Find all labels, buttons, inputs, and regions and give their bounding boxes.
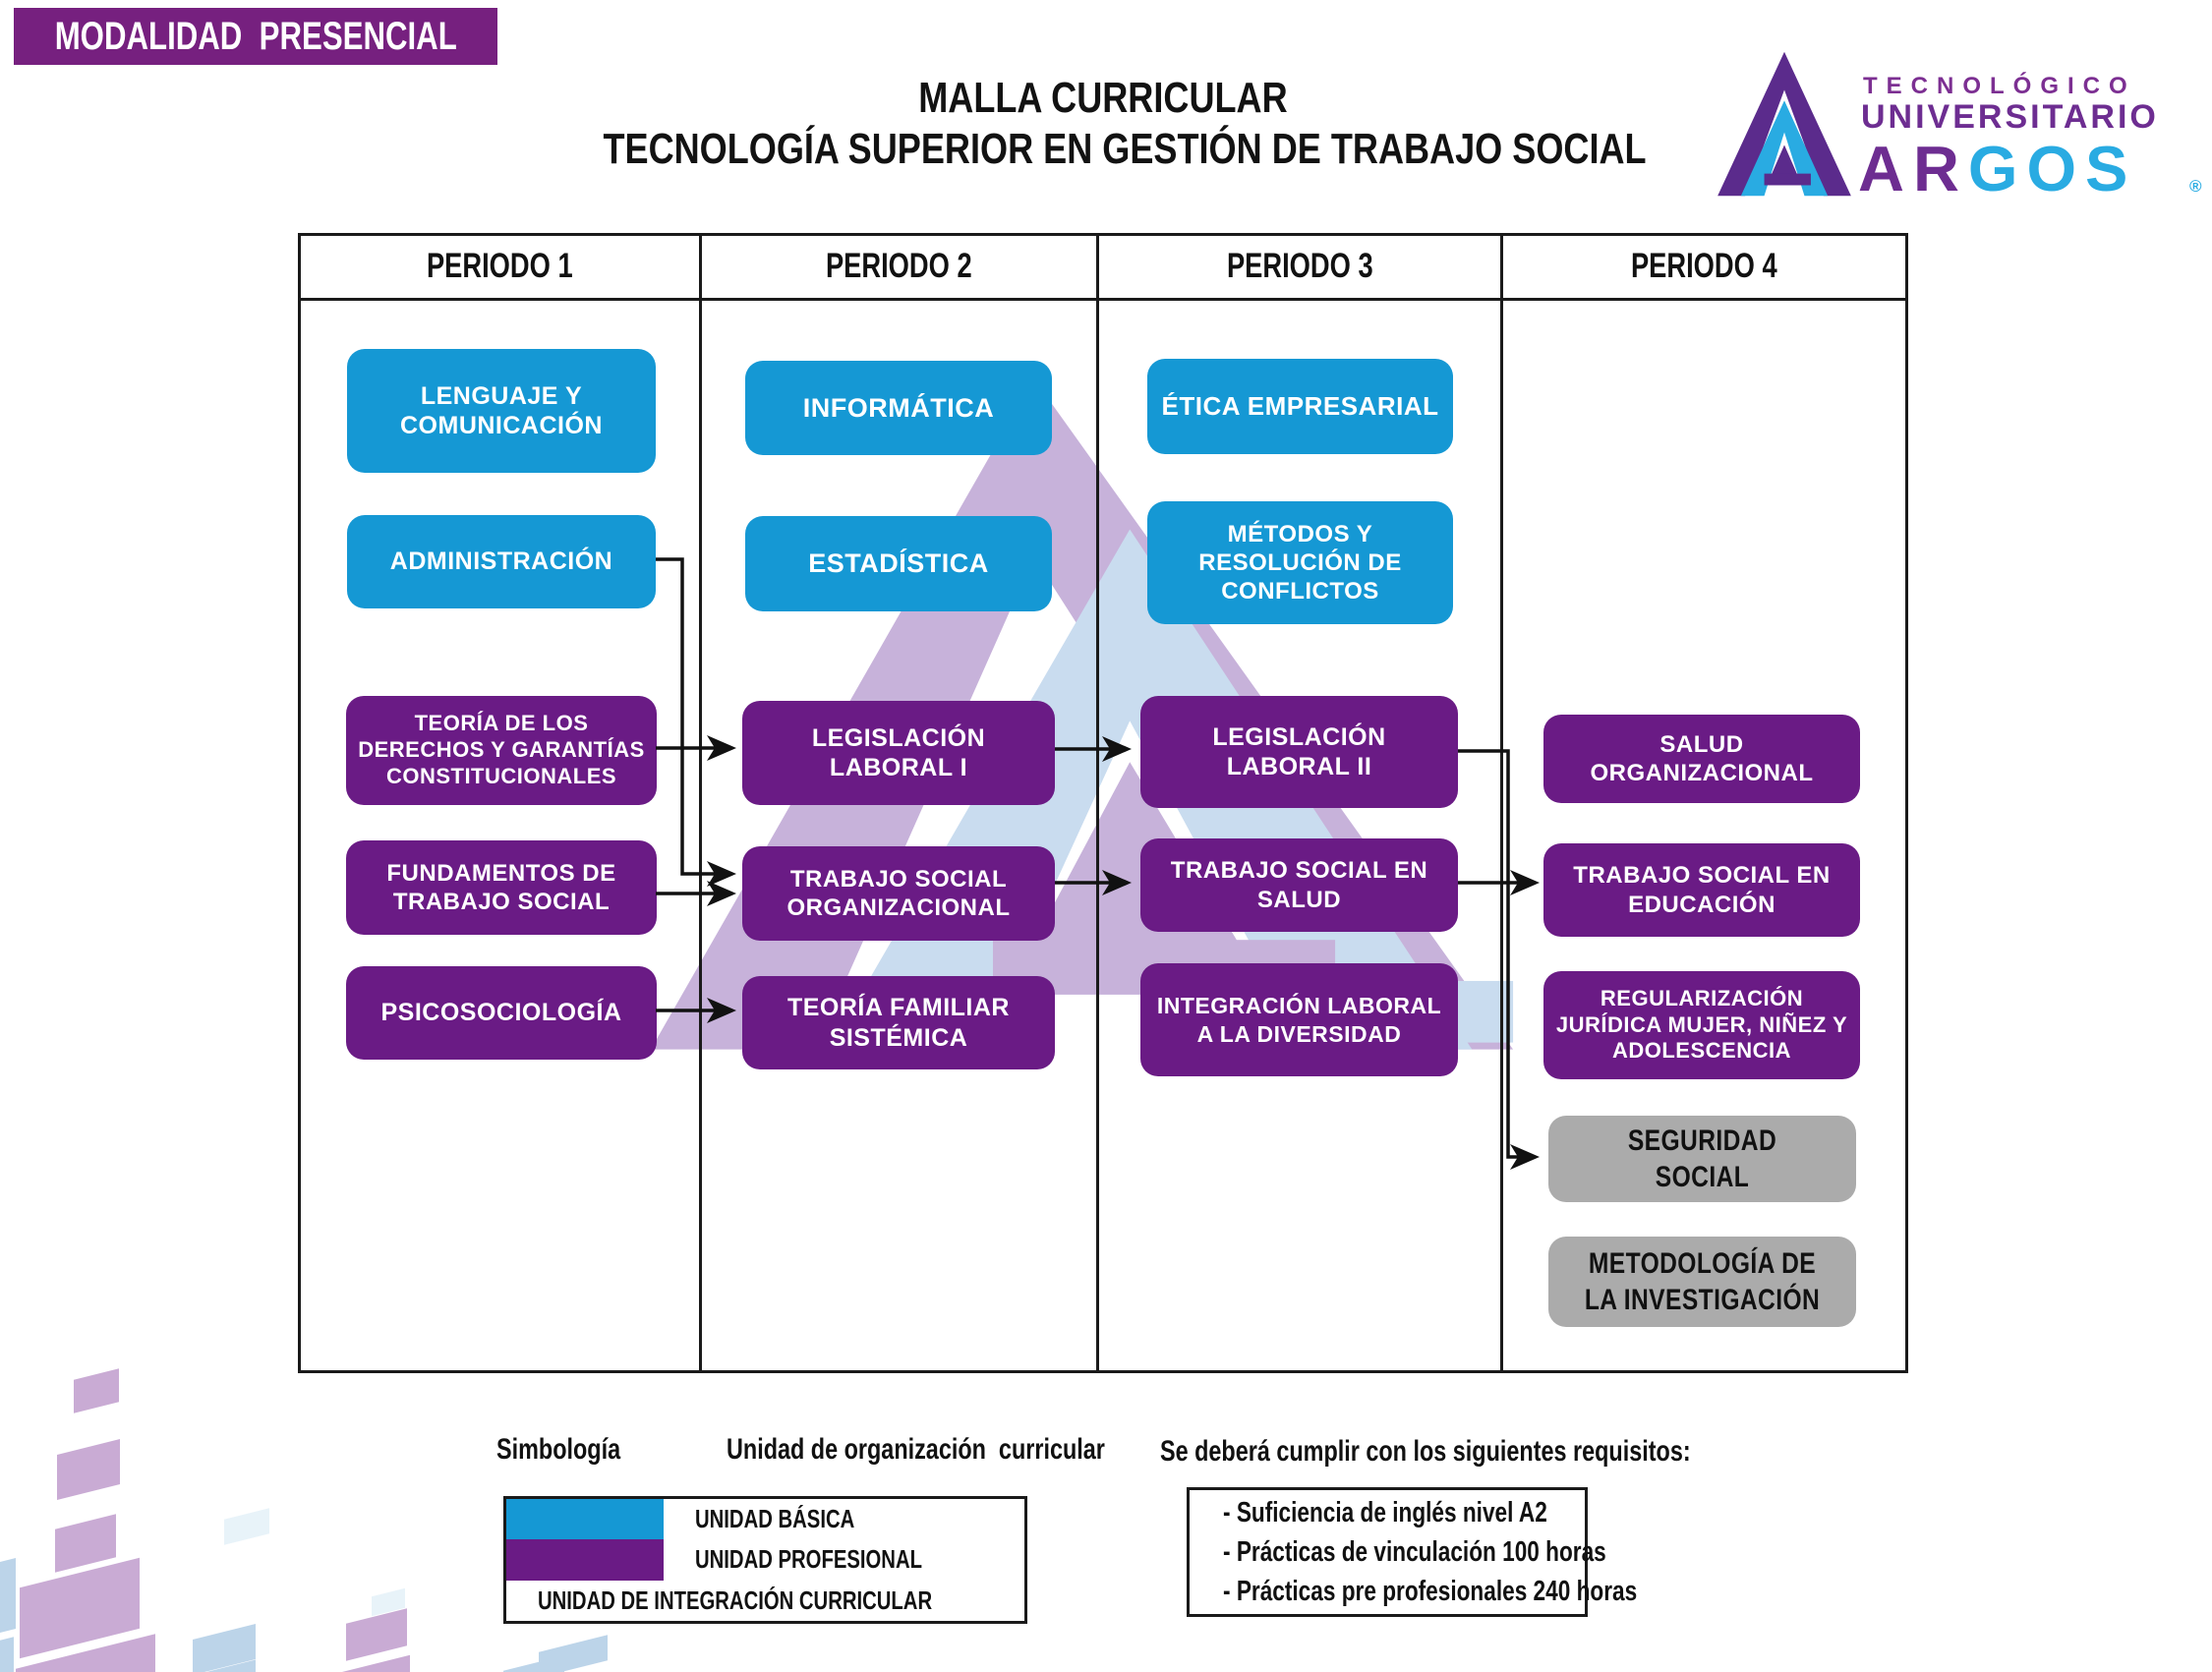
modality-banner-label: MODALIDAD PRESENCIAL [54,14,457,58]
course-etica-empresarial: ÉTICA EMPRESARIAL [1147,359,1453,454]
legend-symbols-title: Simbología [496,1433,621,1466]
requirement-item-2: - Prácticas de vinculación 100 horas [1223,1536,1606,1568]
curriculum-table-border [298,233,1908,1373]
legend-row-basica: UNIDAD BÁSICA [506,1499,1024,1540]
logo-text-tecnologico: TECNOLÓGICO [1863,73,2136,99]
course-lenguaje-y-comunicacion: LENGUAJE Y COMUNICACIÓN [347,349,656,473]
registered-mark: ® [2189,177,2202,196]
legend-swatch-profesional [506,1539,664,1581]
course-administracion: ADMINISTRACIÓN [347,515,656,608]
logo-text-universitario: UNIVERSITARIO [1861,98,2159,136]
course-metodos-resolucion-conflictos: MÉTODOS Y RESOLUCIÓN DE CONFLICTOS [1147,501,1453,624]
course-legislacion-laboral-2: LEGISLACIÓN LABORAL II [1140,696,1458,808]
course-legislacion-laboral-1: LEGISLACIÓN LABORAL I [742,701,1055,805]
course-metodologia-investigacion: METODOLOGÍA DE LA INVESTIGACIÓN [1548,1237,1856,1327]
argos-triangle-icon [1717,51,1851,197]
course-integracion-laboral-diversidad: INTEGRACIÓN LABORAL A LA DIVERSIDAD [1140,963,1458,1076]
course-trabajo-social-en-salud: TRABAJO SOCIAL EN SALUD [1140,838,1458,932]
legend-titles: Simbología Unidad de organización curricu… [496,1433,1211,1467]
column-divider-1 [699,233,702,1373]
title-line-1: MALLA CURRICULAR [918,74,1288,122]
legend-label-integracion: UNIDAD DE INTEGRACIÓN CURRICULAR [538,1585,933,1615]
course-estadistica: ESTADÍSTICA [745,516,1052,611]
legend-swatch-basica [506,1499,664,1540]
logo-text-argos: ARGOS [1858,133,2137,204]
period-3-header: PERIODO 3 [1226,247,1373,285]
course-seguridad-social: SEGURIDAD SOCIAL [1548,1116,1856,1202]
column-divider-2 [1096,233,1099,1373]
course-teoria-derechos-garantias: TEORÍA DE LOS DERECHOS Y GARANTÍAS CONST… [346,696,657,805]
period-4-header: PERIODO 4 [1631,247,1777,285]
legend-row-profesional: UNIDAD PROFESIONAL [506,1539,1024,1581]
page-title: MALLA CURRICULAR TECNOLOGÍA SUPERIOR EN … [489,73,1717,175]
course-psicosociologia: PSICOSOCIOLOGÍA [346,966,657,1060]
requirement-item-3: - Prácticas pre profesionales 240 horas [1223,1576,1638,1607]
period-2-header: PERIODO 2 [826,247,972,285]
legend-label-profesional: UNIDAD PROFESIONAL [695,1544,922,1575]
legend-units-title: Unidad de organización curricular [726,1433,1105,1466]
course-fundamentos-trabajo-social: FUNDAMENTOS DE TRABAJO SOCIAL [346,840,657,935]
course-salud-organizacional: SALUD ORGANIZACIONAL [1543,715,1860,803]
course-informatica: INFORMÁTICA [745,361,1052,455]
legend-box: UNIDAD BÁSICA UNIDAD PROFESIONAL UNIDAD … [503,1496,1027,1624]
requirements-box: - Suficiencia de inglés nivel A2 - Práct… [1187,1487,1637,1617]
argos-logo: TECNOLÓGICO UNIVERSITARIO ARGOS ® [1716,41,2207,208]
title-line-2: TECNOLOGÍA SUPERIOR EN GESTIÓN DE TRABAJ… [603,125,1647,173]
modality-banner: MODALIDAD PRESENCIAL [14,8,497,65]
course-teoria-familiar-sistemica: TEORÍA FAMILIAR SISTÉMICA [742,976,1055,1069]
legend-label-basica: UNIDAD BÁSICA [695,1504,855,1534]
header-separator-line [298,298,1908,301]
column-divider-3 [1500,233,1503,1373]
course-regularizacion-juridica: REGULARIZACIÓN JURÍDICA MUJER, NIÑEZ Y A… [1543,971,1860,1079]
requirement-item-1: - Suficiencia de inglés nivel A2 [1223,1497,1547,1528]
course-trabajo-social-en-educacion: TRABAJO SOCIAL EN EDUCACIÓN [1543,843,1860,937]
course-trabajo-social-organizacional: TRABAJO SOCIAL ORGANIZACIONAL [742,846,1055,941]
legend-row-integracion: UNIDAD DE INTEGRACIÓN CURRICULAR [506,1581,1024,1621]
requirements-title: Se deberá cumplir con los siguientes req… [1160,1435,1691,1468]
period-1-header: PERIODO 1 [427,247,573,285]
